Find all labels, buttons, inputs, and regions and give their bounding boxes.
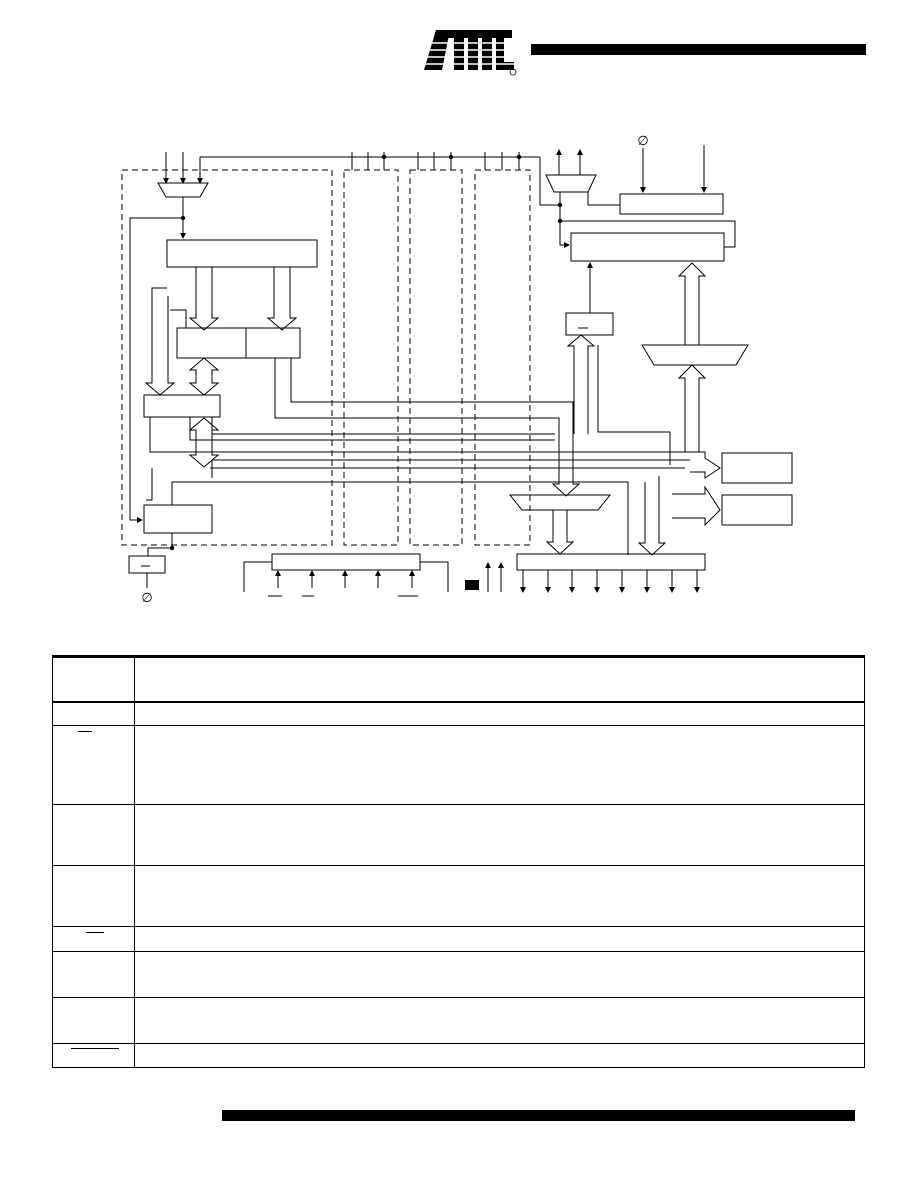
phi-bottom: ∅ xyxy=(141,591,152,606)
table-header-rule xyxy=(53,701,864,703)
table-row xyxy=(53,725,864,726)
cpu-boundary xyxy=(121,169,333,546)
registered-icon xyxy=(509,68,517,76)
overbar-mark xyxy=(71,1048,119,1049)
table-row xyxy=(53,804,864,805)
port-boundary-3 xyxy=(474,169,531,546)
block-e xyxy=(619,193,724,215)
table-row xyxy=(53,1043,864,1044)
table-column-divider xyxy=(134,658,135,1067)
block-a xyxy=(166,239,318,268)
ground-symbol-icon xyxy=(465,580,479,590)
header-rule xyxy=(531,44,866,55)
block-d xyxy=(143,504,213,534)
table-row xyxy=(53,865,864,866)
alu-mux xyxy=(508,494,612,511)
control-register xyxy=(271,553,421,571)
block-g xyxy=(565,312,614,336)
output-block-2 xyxy=(721,494,793,526)
phi-top: ∅ xyxy=(637,134,648,149)
pin-table xyxy=(52,655,865,1068)
table-row xyxy=(53,926,864,927)
output-block-1 xyxy=(721,452,793,484)
atmel-logo-icon xyxy=(420,30,520,76)
right-mux xyxy=(641,344,749,366)
block-f xyxy=(570,232,725,262)
block-h xyxy=(128,555,166,574)
footer-rule xyxy=(222,1110,855,1121)
table-row xyxy=(53,997,864,998)
port-boundary-1 xyxy=(343,169,399,546)
overbar-mark xyxy=(78,731,92,732)
atmel-logo xyxy=(420,26,520,76)
overbar-mark xyxy=(86,932,104,933)
block-diagram: ∅ ∅ xyxy=(121,134,793,606)
block-c xyxy=(143,394,221,418)
port-register xyxy=(516,553,706,571)
port-boundary-2 xyxy=(409,169,463,546)
block-b xyxy=(176,327,301,359)
top-right-mux xyxy=(545,174,597,193)
table-row xyxy=(53,951,864,952)
